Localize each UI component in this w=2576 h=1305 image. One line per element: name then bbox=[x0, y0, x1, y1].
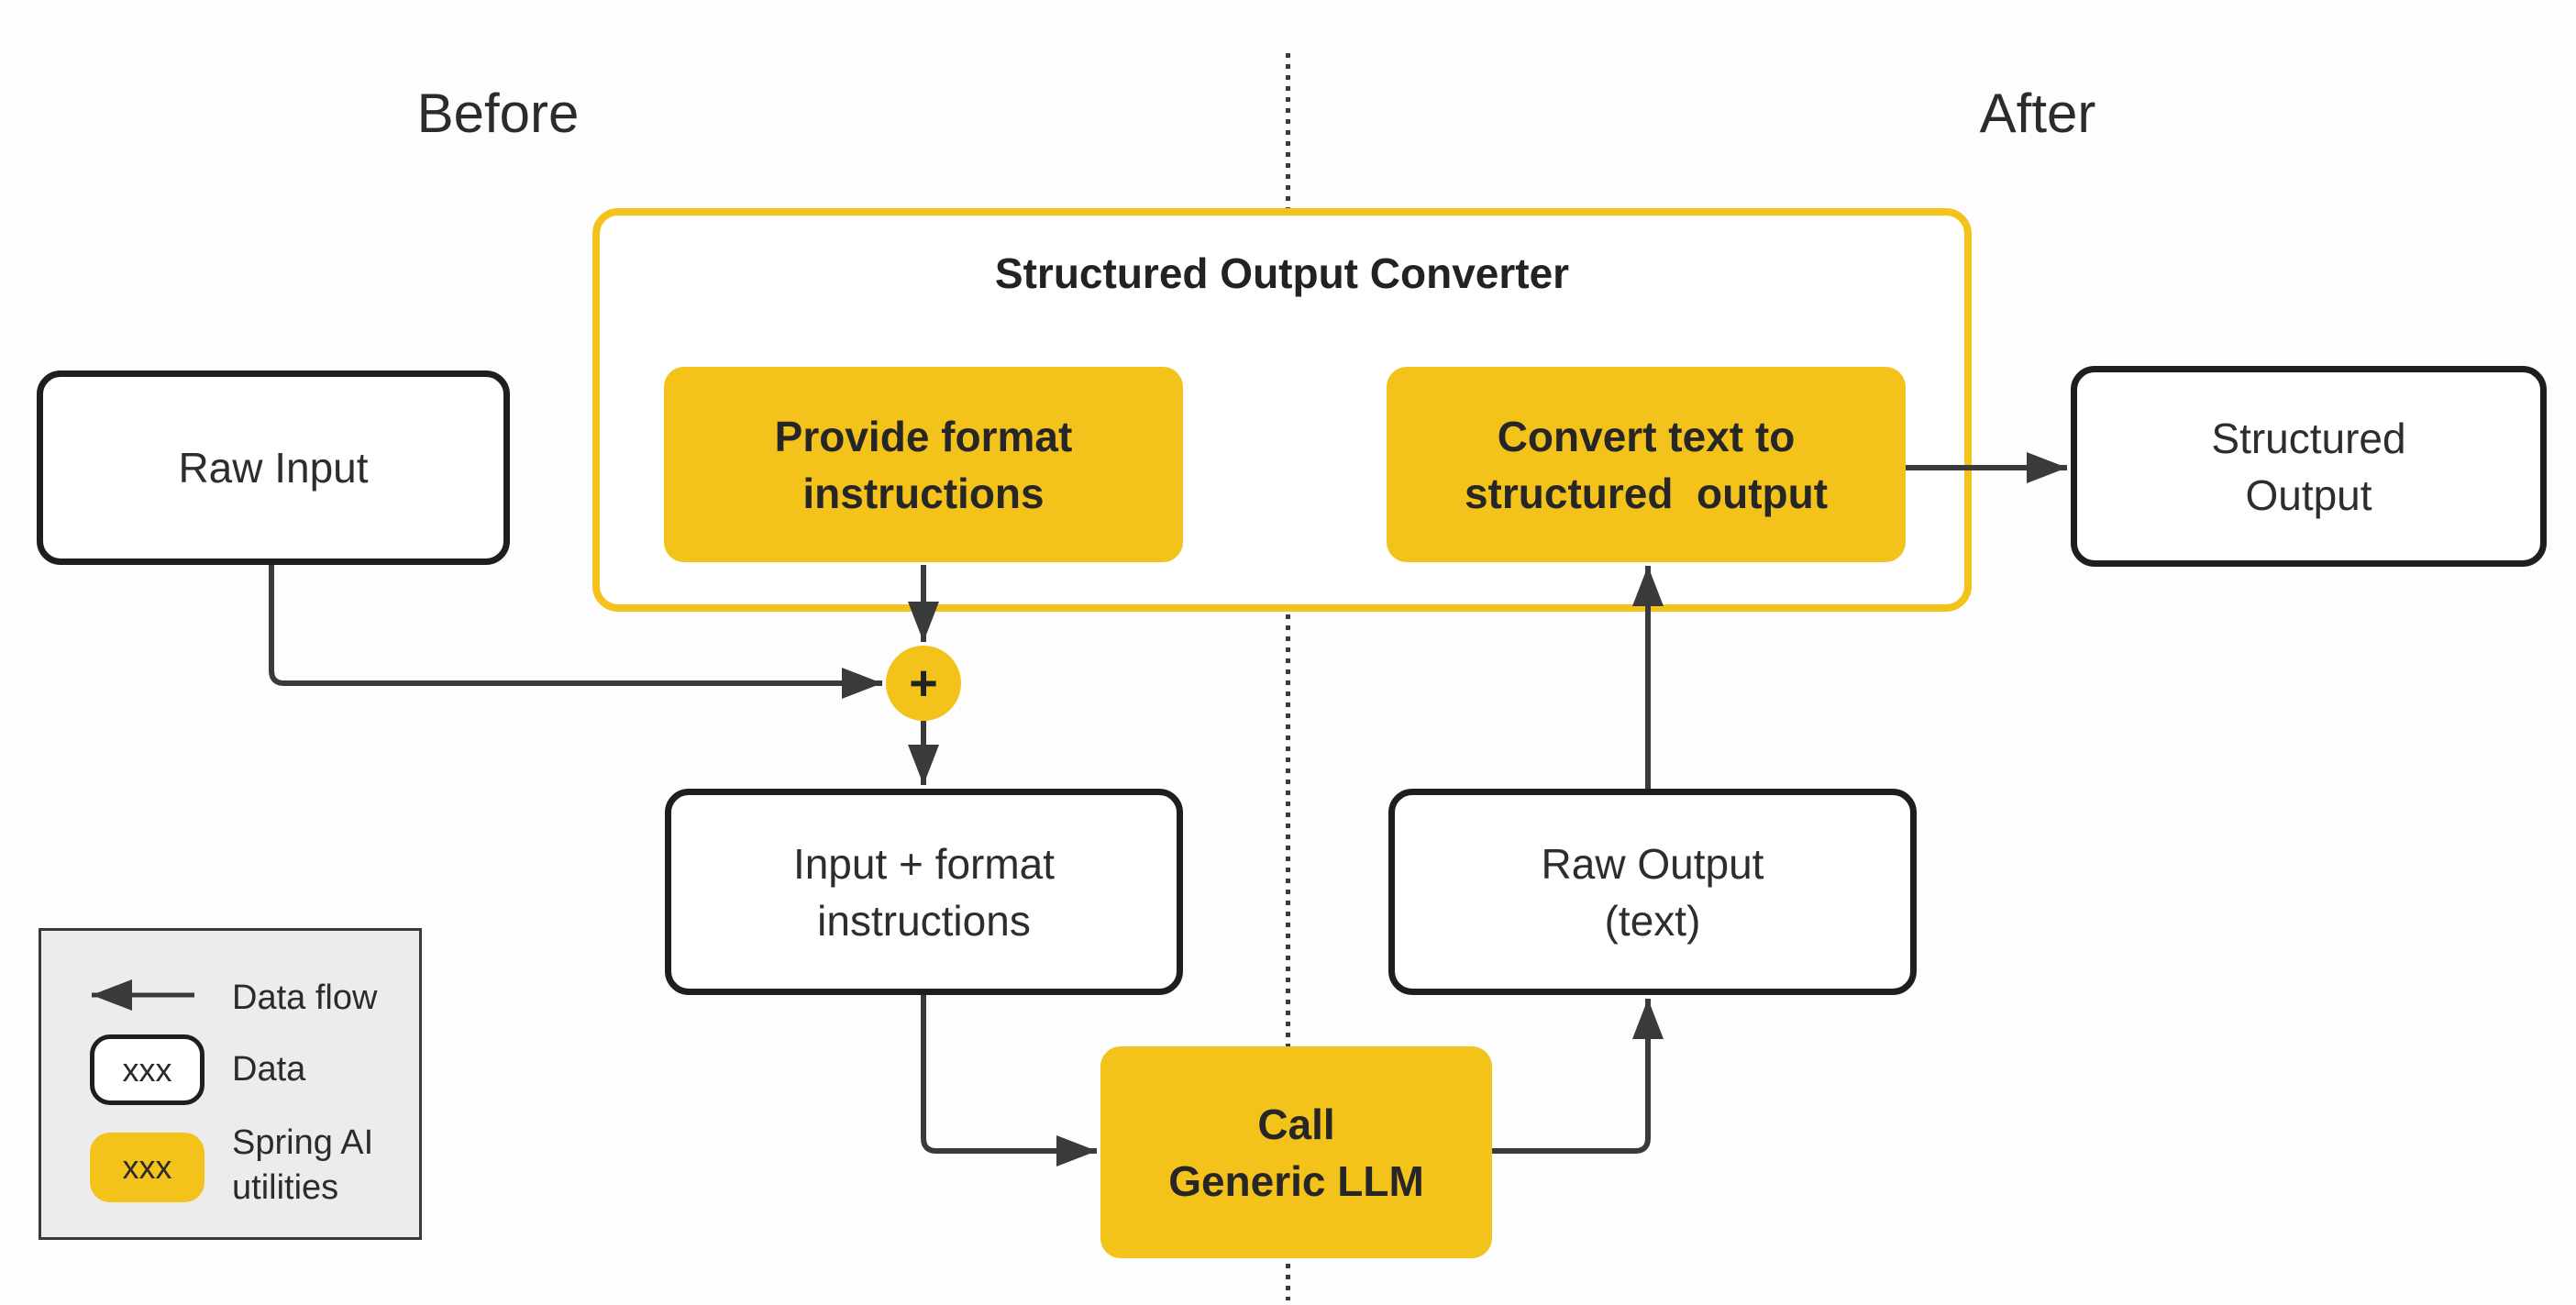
node-raw-output-text: Raw Output (text) bbox=[1388, 789, 1917, 995]
arrow-call-llm-to-raw-output bbox=[1492, 999, 1664, 1154]
legend-spring-ai-utilities-label: Spring AI utilities bbox=[232, 1121, 373, 1211]
before-after-divider-dotted-line bbox=[1286, 53, 1290, 1300]
node-label-line2: (text) bbox=[1604, 896, 1701, 945]
legend-utilities-label-line2: utilities bbox=[232, 1168, 339, 1207]
node-label-line1: Call bbox=[1257, 1100, 1335, 1148]
legend-data-label: Data bbox=[232, 1050, 306, 1089]
legend-utility-chip: xxx bbox=[90, 1133, 205, 1202]
node-label: Raw Input bbox=[178, 444, 369, 492]
plus-symbol: + bbox=[909, 656, 938, 711]
node-structured-output: Structured Output bbox=[2071, 366, 2547, 567]
legend-data-chip-sample: xxx bbox=[122, 1050, 172, 1089]
legend-utilities-label-line1: Spring AI bbox=[232, 1123, 374, 1162]
after-section-label: After bbox=[1979, 83, 2096, 144]
node-label-line2: instructions bbox=[817, 896, 1031, 945]
plus-junction-icon: + bbox=[886, 646, 961, 721]
legend-panel: Data flow xxx Data xxx Spring AI utiliti… bbox=[39, 928, 422, 1240]
converter-group-title: Structured Output Converter bbox=[994, 249, 1570, 297]
node-raw-input: Raw Input bbox=[37, 370, 510, 565]
legend-utility-chip-sample: xxx bbox=[122, 1148, 172, 1186]
node-convert-text-to-structured-output: Convert text to structured output bbox=[1387, 367, 1906, 562]
before-section-label: Before bbox=[416, 83, 580, 144]
node-label-line1: Structured bbox=[2211, 414, 2406, 462]
node-label-line1: Raw Output bbox=[1541, 839, 1764, 888]
node-label-line1: Input + format bbox=[792, 839, 1056, 888]
node-input-plus-format-instructions: Input + format instructions bbox=[665, 789, 1183, 995]
node-label-line1: Provide format bbox=[774, 412, 1073, 460]
node-label-line2: structured output bbox=[1464, 469, 1829, 517]
node-label-line2: Generic LLM bbox=[1168, 1156, 1424, 1205]
legend-data-flow-label: Data flow bbox=[232, 979, 378, 1017]
node-label-line1: Convert text to bbox=[1497, 412, 1796, 460]
legend-data-chip: xxx bbox=[90, 1034, 205, 1105]
arrow-input-format-to-call-llm bbox=[921, 995, 1097, 1167]
node-label-line2: instructions bbox=[802, 469, 1045, 517]
node-call-generic-llm: Call Generic LLM bbox=[1100, 1046, 1492, 1258]
node-label-line2: Output bbox=[2245, 470, 2372, 519]
node-provide-format-instructions: Provide format instructions bbox=[664, 367, 1183, 562]
